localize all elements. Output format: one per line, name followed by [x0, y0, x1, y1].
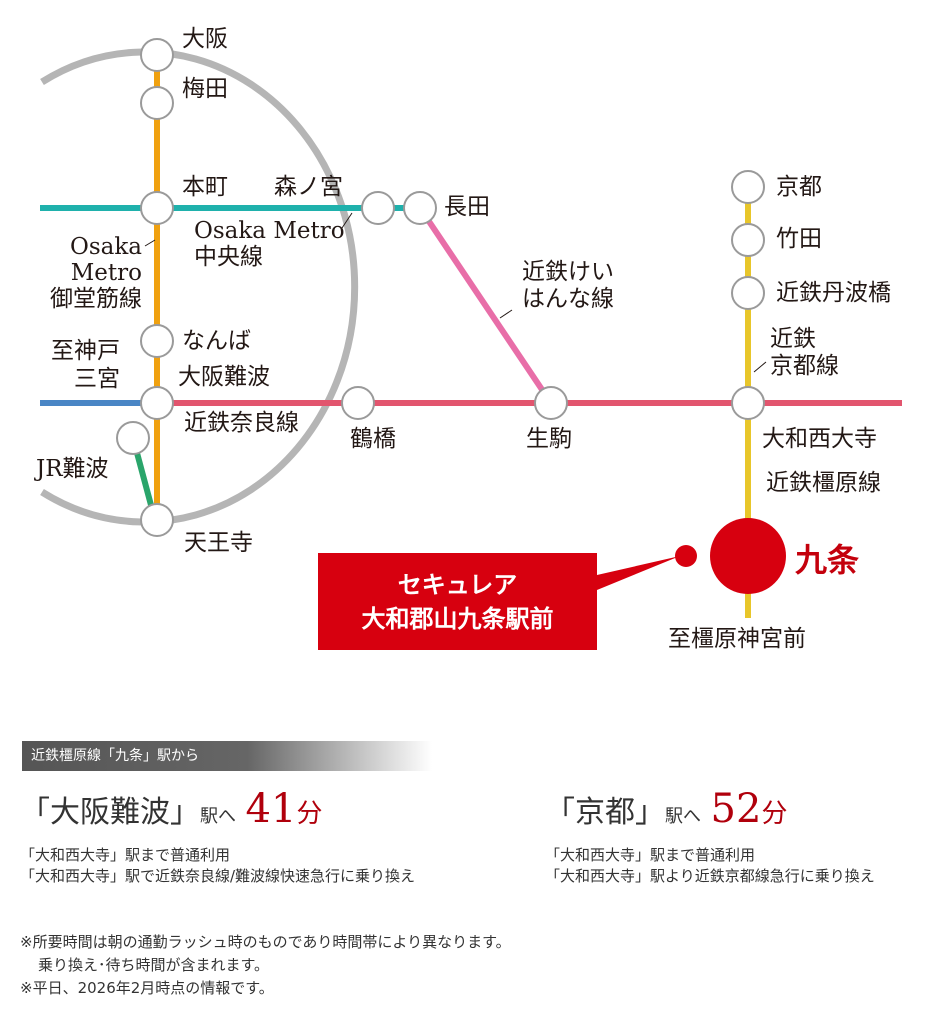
station-tambabashi[interactable] — [731, 276, 765, 310]
label-tambabashi: 近鉄丹波橋 — [776, 280, 891, 306]
route-kyoto: 「京都」駅へ 52分 — [545, 786, 787, 832]
label-jr-namba: JR難波 — [36, 456, 109, 482]
route-note: 「大和西大寺」駅まで普通利用 — [545, 846, 756, 864]
callout-pointer — [597, 556, 680, 590]
route-minutes: 41 — [245, 786, 297, 832]
route-note: 「大和西大寺」駅で近鉄奈良線/難波線快速急行に乗り換え — [20, 867, 416, 885]
label-keihanna-1: 近鉄けい — [522, 259, 614, 285]
label-kujo: 九条 — [795, 541, 860, 579]
station-jr-namba[interactable] — [116, 421, 150, 455]
label-kyoto-line-2: 京都線 — [770, 353, 839, 379]
access-banner: 近鉄橿原線「九条」駅から — [22, 741, 432, 771]
route-map-lines — [40, 38, 902, 618]
route-unit: 分 — [761, 799, 788, 829]
label-morinomiya: 森ノ宮 — [274, 174, 343, 200]
station-kyoto[interactable] — [731, 170, 765, 204]
label-keihanna-2: はんな線 — [522, 286, 614, 312]
station-honmachi[interactable] — [140, 191, 174, 225]
label-osaka: 大阪 — [182, 26, 228, 52]
station-tennoji[interactable] — [140, 503, 174, 537]
label-kyoto: 京都 — [776, 174, 822, 200]
station-morinomiya[interactable] — [361, 191, 395, 225]
property-name-1: セキュレア — [397, 569, 518, 599]
label-to-kobe-1: 至神戸 — [51, 338, 120, 364]
label-yamato-saidaiji: 大和西大寺 — [762, 426, 877, 452]
label-ikoma: 生駒 — [526, 426, 572, 452]
footnote: ※所要時間は朝の通勤ラッシュ時のものであり時間帯により異なります。 — [20, 933, 511, 951]
property-callout: セキュレア 大和郡山九条駅前 — [318, 553, 597, 650]
footnote: ※平日、2026年2月時点の情報です。 — [20, 979, 274, 997]
label-chuo-2: 中央線 — [194, 244, 263, 270]
route-dest: 「京都」 — [545, 795, 665, 830]
label-to-kashihara: 至橿原神宮前 — [668, 626, 806, 652]
station-osaka-namba[interactable] — [140, 386, 174, 420]
footnote: 乗り換え･待ち時間が含まれます。 — [38, 956, 270, 974]
route-eki: 駅へ — [665, 806, 701, 827]
label-nagata: 長田 — [444, 194, 490, 220]
route-minutes: 52 — [710, 786, 762, 832]
station-takeda[interactable] — [731, 223, 765, 257]
route-osaka-namba: 「大阪難波」駅へ 41分 — [20, 786, 322, 832]
label-kyoto-line-1: 近鉄 — [770, 326, 816, 352]
label-midosuji-2: Metro — [70, 260, 142, 286]
route-unit: 分 — [296, 799, 323, 829]
route-eki: 駅へ — [200, 806, 236, 827]
label-kashihara-line: 近鉄橿原線 — [766, 470, 881, 496]
label-osaka-namba: 大阪難波 — [178, 364, 270, 390]
label-nara-line: 近鉄奈良線 — [184, 410, 299, 436]
station-umeda[interactable] — [140, 86, 174, 120]
label-to-kobe-2: 三宮 — [74, 366, 120, 392]
label-namba: なんば — [182, 328, 251, 354]
label-tsuruhashi: 鶴橋 — [350, 426, 396, 452]
station-osaka[interactable] — [140, 38, 174, 72]
property-marker — [675, 545, 697, 567]
route-note: 「大和西大寺」駅まで普通利用 — [20, 846, 231, 864]
route-dest: 「大阪難波」 — [20, 795, 200, 830]
station-nagata[interactable] — [403, 191, 437, 225]
property-name-2: 大和郡山九条駅前 — [361, 603, 554, 633]
station-yamato-saidaiji[interactable] — [731, 386, 765, 420]
label-midosuji-3: 御堂筋線 — [50, 286, 142, 312]
station-namba[interactable] — [140, 324, 174, 358]
osaka-loop-line — [40, 48, 359, 526]
label-chuo-1: Osaka Metro — [194, 218, 345, 244]
route-note: 「大和西大寺」駅より近鉄京都線急行に乗り換え — [545, 867, 875, 885]
station-kujo-marker[interactable] — [710, 518, 786, 594]
keihanna-line — [417, 206, 554, 405]
label-tennoji: 天王寺 — [184, 530, 253, 556]
station-tsuruhashi[interactable] — [341, 386, 375, 420]
label-umeda: 梅田 — [182, 76, 228, 102]
label-honmachi: 本町 — [182, 174, 228, 200]
label-takeda: 竹田 — [776, 226, 822, 252]
label-midosuji-1: Osaka — [69, 234, 142, 260]
station-ikoma[interactable] — [534, 386, 568, 420]
